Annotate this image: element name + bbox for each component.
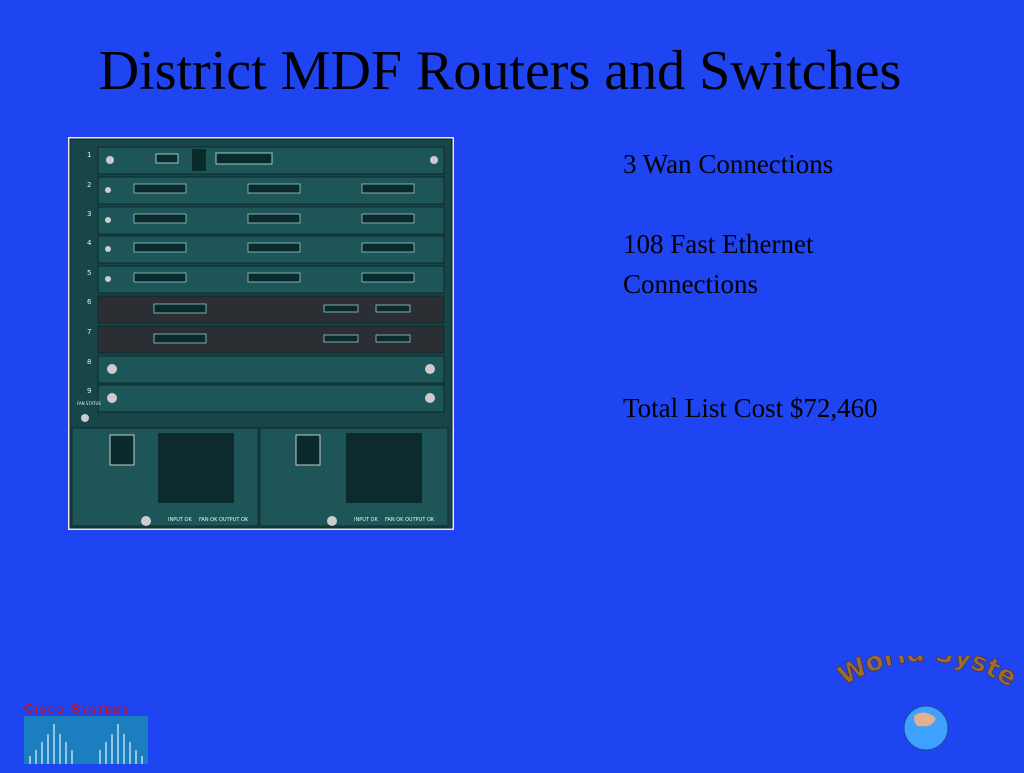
psu2-output-label: OUTPUT OK [405, 517, 435, 523]
slot-number-3: 3 [87, 210, 91, 218]
psu2-input-label: INPUT OK [354, 517, 378, 523]
bullet-fast-ethernet-line2: Connections [623, 269, 758, 299]
cisco-bridge-icon [24, 716, 148, 764]
slide-title: District MDF Routers and Switches [98, 40, 902, 102]
slot-number-8: 8 [87, 358, 91, 366]
globe-icon: World Systems [822, 633, 1022, 751]
cisco-logo: Cisco Systems [24, 701, 148, 768]
slot-number-7: 7 [87, 328, 91, 336]
world-systems-badge: World Systems [822, 633, 1022, 768]
bullet-wan: 3 Wan Connections [623, 149, 834, 179]
psu1-input-label: INPUT OK [168, 517, 192, 523]
slot-number-5: 5 [87, 269, 91, 277]
psu1-output-label: OUTPUT OK [219, 517, 249, 523]
slot-number-6: 6 [87, 298, 92, 306]
slot-number-1: 1 [87, 151, 91, 159]
slot-number-4: 4 [87, 239, 92, 247]
svg-text:World Systems: World Systems [836, 656, 1016, 693]
psu1-fan-label: FAN OK [199, 517, 218, 523]
slot-number-9: 9 [87, 387, 91, 395]
psu2-fan-label: FAN OK [385, 517, 404, 523]
slot-number-2: 2 [87, 181, 91, 189]
badge-text: World Systems [822, 633, 1022, 694]
router-chassis-image: 1 2 3 4 5 6 7 8 9 [68, 137, 454, 530]
bullet-total-cost: Total List Cost $72,460 [623, 393, 878, 423]
bullet-list: 3 Wan Connections 108 Fast Ethernet Conn… [623, 144, 1013, 428]
fan-status-label: FAN STATUS [77, 401, 101, 406]
cisco-logo-text: Cisco Systems [24, 701, 131, 716]
bullet-fast-ethernet-line1: 108 Fast Ethernet [623, 229, 814, 259]
chassis-svg: 1 2 3 4 5 6 7 8 9 [68, 137, 454, 530]
